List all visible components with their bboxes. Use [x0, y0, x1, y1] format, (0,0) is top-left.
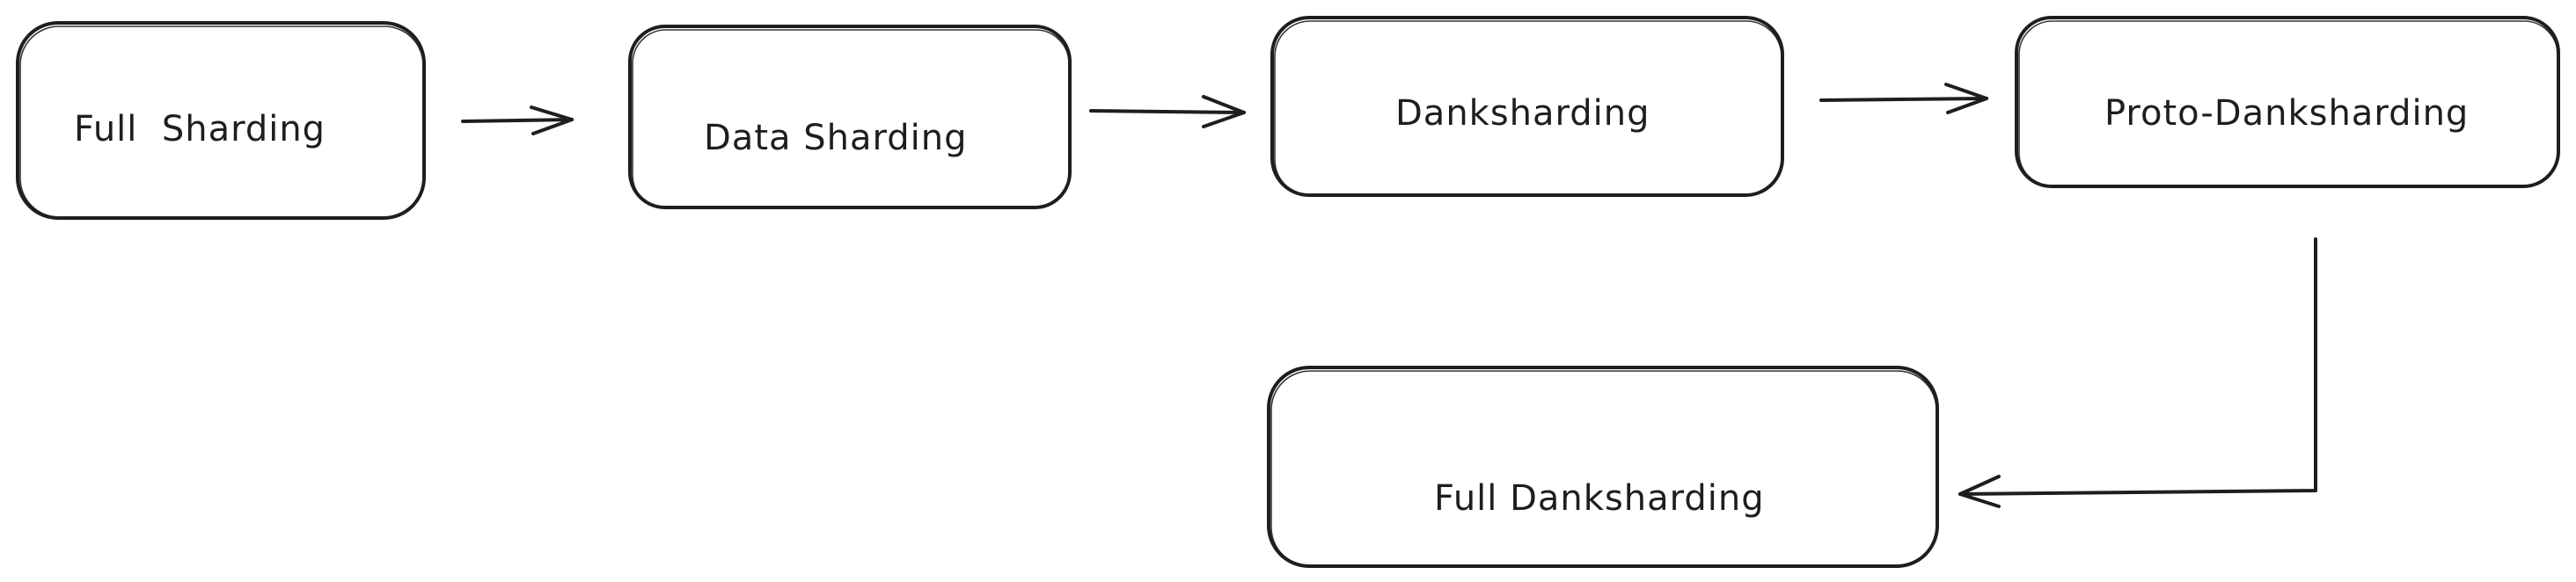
edge-danksharding-to-proto — [1819, 83, 1988, 114]
node-danksharding[interactable]: Danksharding — [1270, 16, 1784, 197]
node-data-sharding-label: Data Sharding — [704, 118, 967, 158]
node-danksharding-label: Danksharding — [1395, 93, 1650, 134]
edge-data-to-danksharding — [1089, 95, 1246, 128]
node-full-sharding[interactable]: Full Sharding — [16, 21, 426, 220]
node-full-danksharding[interactable]: Full Danksharding — [1267, 366, 1939, 568]
node-data-sharding[interactable]: Data Sharding — [628, 25, 1072, 209]
node-full-danksharding-label: Full Danksharding — [1434, 478, 1765, 519]
edge-full-to-data-sharding — [461, 105, 574, 135]
node-proto-danksharding-label: Proto-Danksharding — [2104, 93, 2469, 134]
node-full-sharding-label: Full Sharding — [74, 109, 326, 149]
node-proto-danksharding[interactable]: Proto-Danksharding — [2015, 16, 2560, 188]
edge-proto-to-full-danksharding — [1958, 237, 2317, 508]
